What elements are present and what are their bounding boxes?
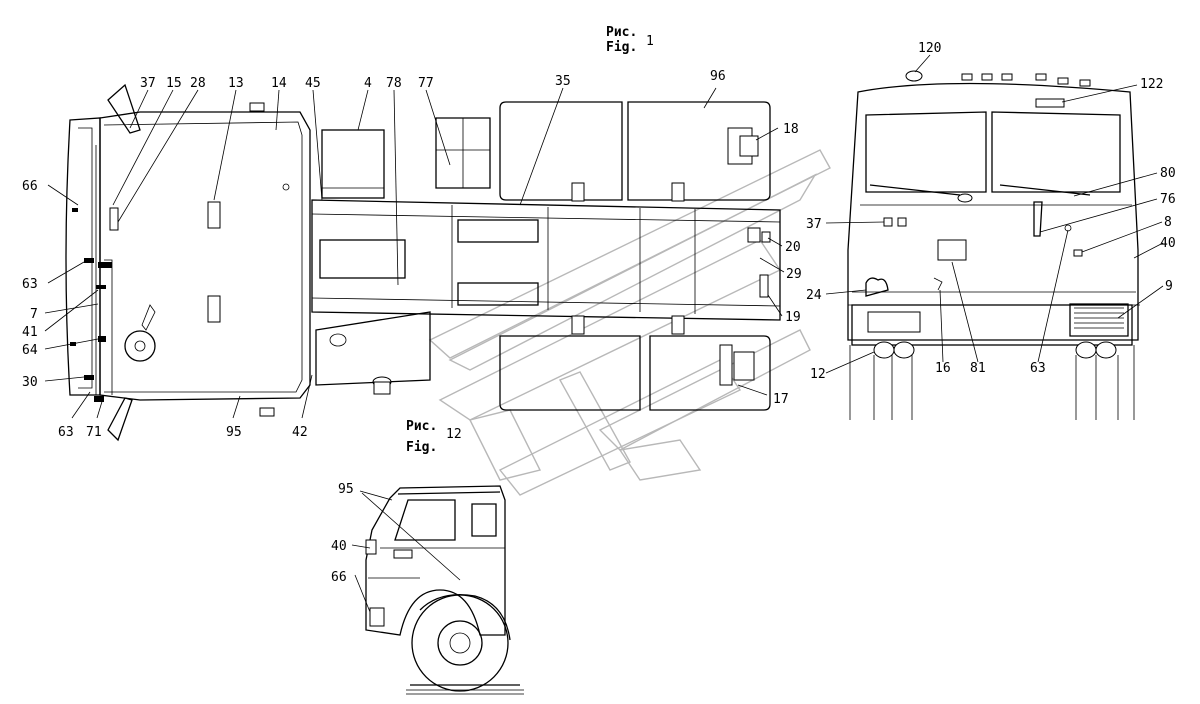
- front-view-labels: 120 122 80 76 37 8 40 24 9 12 16 81 63: [806, 41, 1176, 382]
- side-view-labels: 95 40 66: [331, 482, 354, 585]
- fig1-caption-en: Fig.: [606, 40, 637, 55]
- label-9: 9: [1165, 279, 1173, 294]
- label-28: 28: [190, 76, 206, 91]
- side-view-cab: [365, 485, 524, 695]
- top-view-body: [499, 101, 771, 411]
- label-122: 122: [1140, 77, 1163, 92]
- top-view-labels: 37 15 28 13 14 45 4 78 77 35 96 18 66 63…: [22, 69, 802, 440]
- label-40-front: 40: [1160, 236, 1176, 251]
- label-64: 64: [22, 343, 38, 358]
- top-view-leaders: [44, 87, 785, 419]
- label-41: 41: [22, 325, 38, 340]
- label-37-front: 37: [806, 217, 822, 232]
- fig1-caption-ru: Рис.: [606, 25, 637, 40]
- label-20: 20: [785, 240, 801, 255]
- label-95-side: 95: [338, 482, 354, 497]
- label-40-side: 40: [331, 539, 347, 554]
- label-66-top: 66: [22, 179, 38, 194]
- label-77: 77: [418, 76, 434, 91]
- label-7: 7: [30, 307, 38, 322]
- front-view-cab: [847, 70, 1140, 420]
- label-81: 81: [970, 361, 986, 376]
- label-35: 35: [555, 74, 571, 89]
- top-view-chassis: [311, 117, 781, 395]
- label-30: 30: [22, 375, 38, 390]
- fig12-caption-ru: Рис.: [406, 419, 437, 434]
- top-view-cab: [65, 83, 311, 442]
- label-66-side: 66: [331, 570, 347, 585]
- side-view-leaders: [351, 490, 461, 613]
- fig12-caption-en: Fig.: [406, 440, 437, 455]
- label-63-top-a: 63: [22, 277, 38, 292]
- label-120: 120: [918, 41, 941, 56]
- label-45: 45: [305, 76, 321, 91]
- front-view-leaders: [825, 54, 1164, 374]
- label-63-front: 63: [1030, 361, 1046, 376]
- label-71: 71: [86, 425, 102, 440]
- label-4: 4: [364, 76, 372, 91]
- label-19: 19: [785, 310, 801, 325]
- label-95-top: 95: [226, 425, 242, 440]
- label-14: 14: [271, 76, 287, 91]
- label-16: 16: [935, 361, 951, 376]
- label-80: 80: [1160, 166, 1176, 181]
- label-17: 17: [773, 392, 789, 407]
- label-42: 42: [292, 425, 308, 440]
- label-63-top-b: 63: [58, 425, 74, 440]
- label-15: 15: [166, 76, 182, 91]
- label-24: 24: [806, 288, 822, 303]
- label-12: 12: [810, 367, 826, 382]
- label-18: 18: [783, 122, 799, 137]
- fig1-number: 1: [646, 34, 654, 49]
- label-78: 78: [386, 76, 402, 91]
- label-13: 13: [228, 76, 244, 91]
- label-37-top: 37: [140, 76, 156, 91]
- label-76: 76: [1160, 192, 1176, 207]
- label-29: 29: [786, 267, 802, 282]
- label-96: 96: [710, 69, 726, 84]
- watermark-logo: [428, 149, 831, 496]
- label-8: 8: [1164, 215, 1172, 230]
- fig12-number: 12: [446, 427, 462, 442]
